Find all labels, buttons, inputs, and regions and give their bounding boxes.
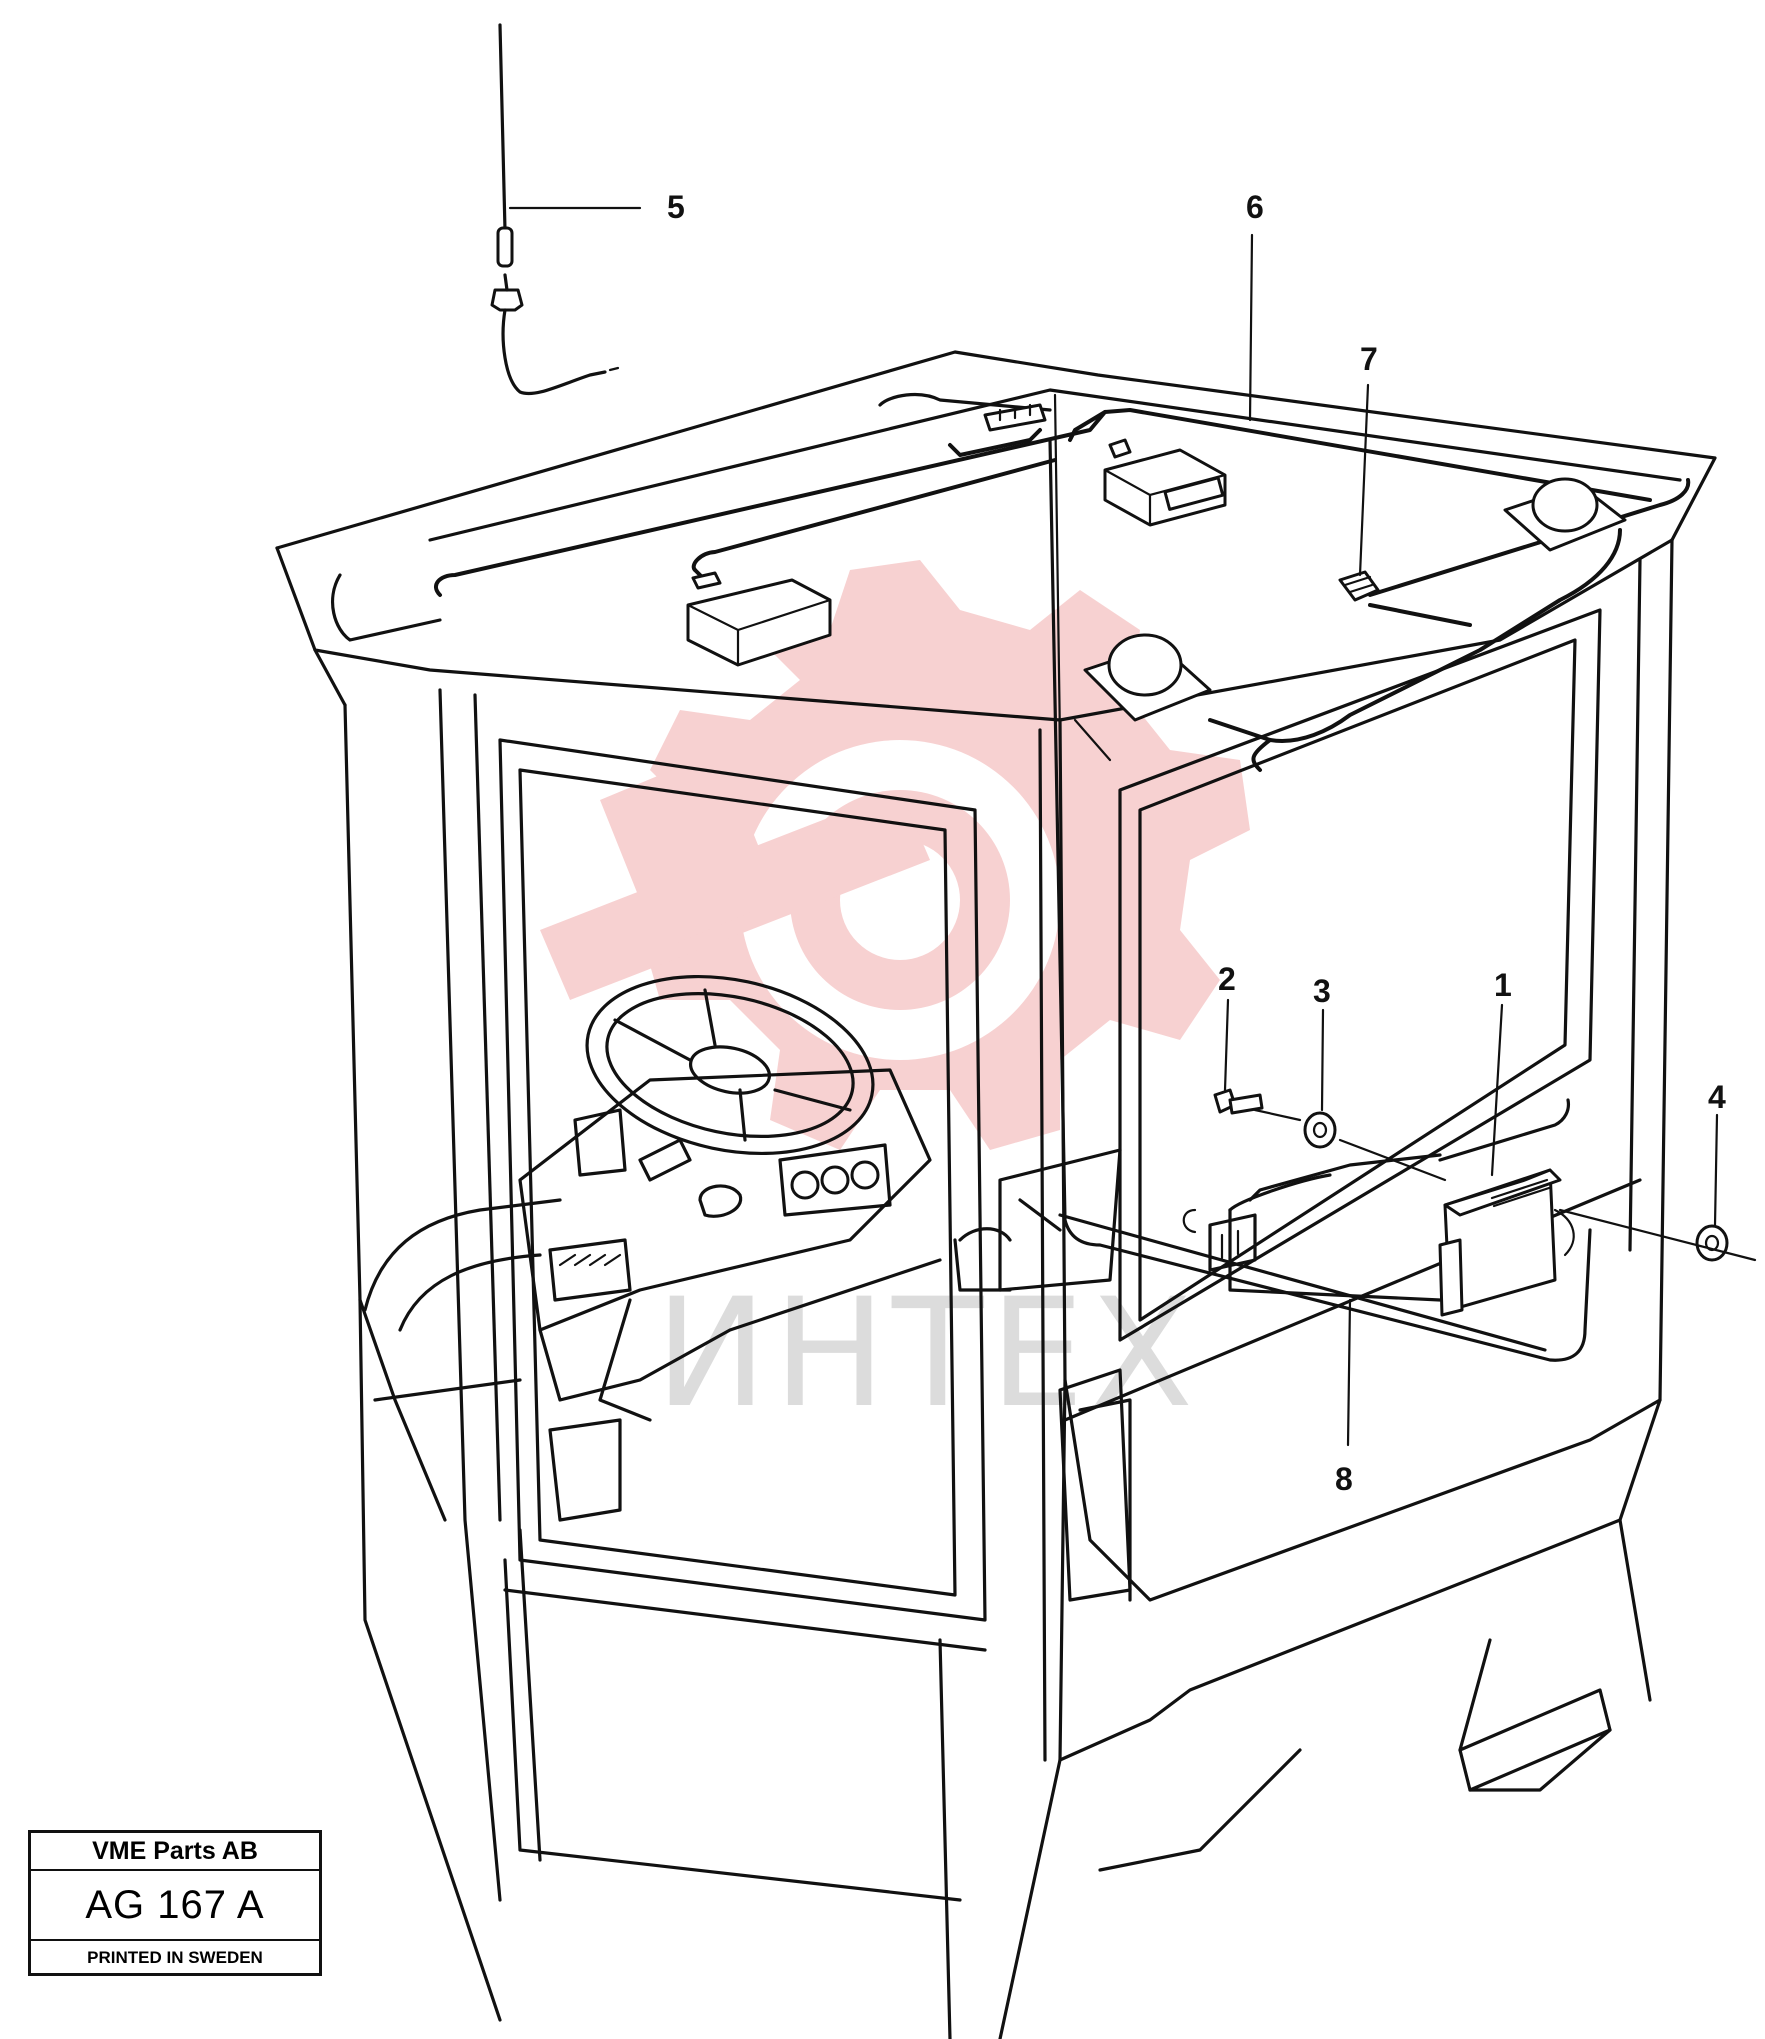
title-block: VME Parts AB AG 167 A PRINTED IN SWEDEN: [28, 1830, 322, 1976]
callout-1: 1: [1494, 967, 1512, 1003]
roof-parts: [686, 403, 1627, 722]
cab-roof: [275, 350, 1717, 762]
callout-5: 5: [667, 189, 685, 225]
callout-2: 2: [1218, 961, 1236, 997]
cab-body: [343, 538, 1674, 2039]
leader-lines: [508, 206, 1757, 1447]
antenna: [490, 23, 620, 396]
callout-8: 8: [1335, 1461, 1353, 1497]
dashboard: [518, 974, 1122, 1422]
overhead-harness: [434, 408, 1691, 772]
company-name: VME Parts AB: [31, 1833, 319, 1871]
callout-labels: 5 6 7 2 3 1 4 8: [667, 189, 1726, 1497]
callout-4: 4: [1708, 1079, 1726, 1115]
callout-7: 7: [1360, 341, 1378, 377]
watermark-text: ИНТЕХ: [655, 1267, 1199, 1441]
mounting-hardware: [1213, 1088, 1729, 1317]
drawing-number: AG 167 A: [31, 1871, 319, 1941]
callout-3: 3: [1313, 973, 1331, 1009]
callout-6: 6: [1246, 189, 1264, 225]
printed-note: PRINTED IN SWEDEN: [87, 1948, 263, 1967]
